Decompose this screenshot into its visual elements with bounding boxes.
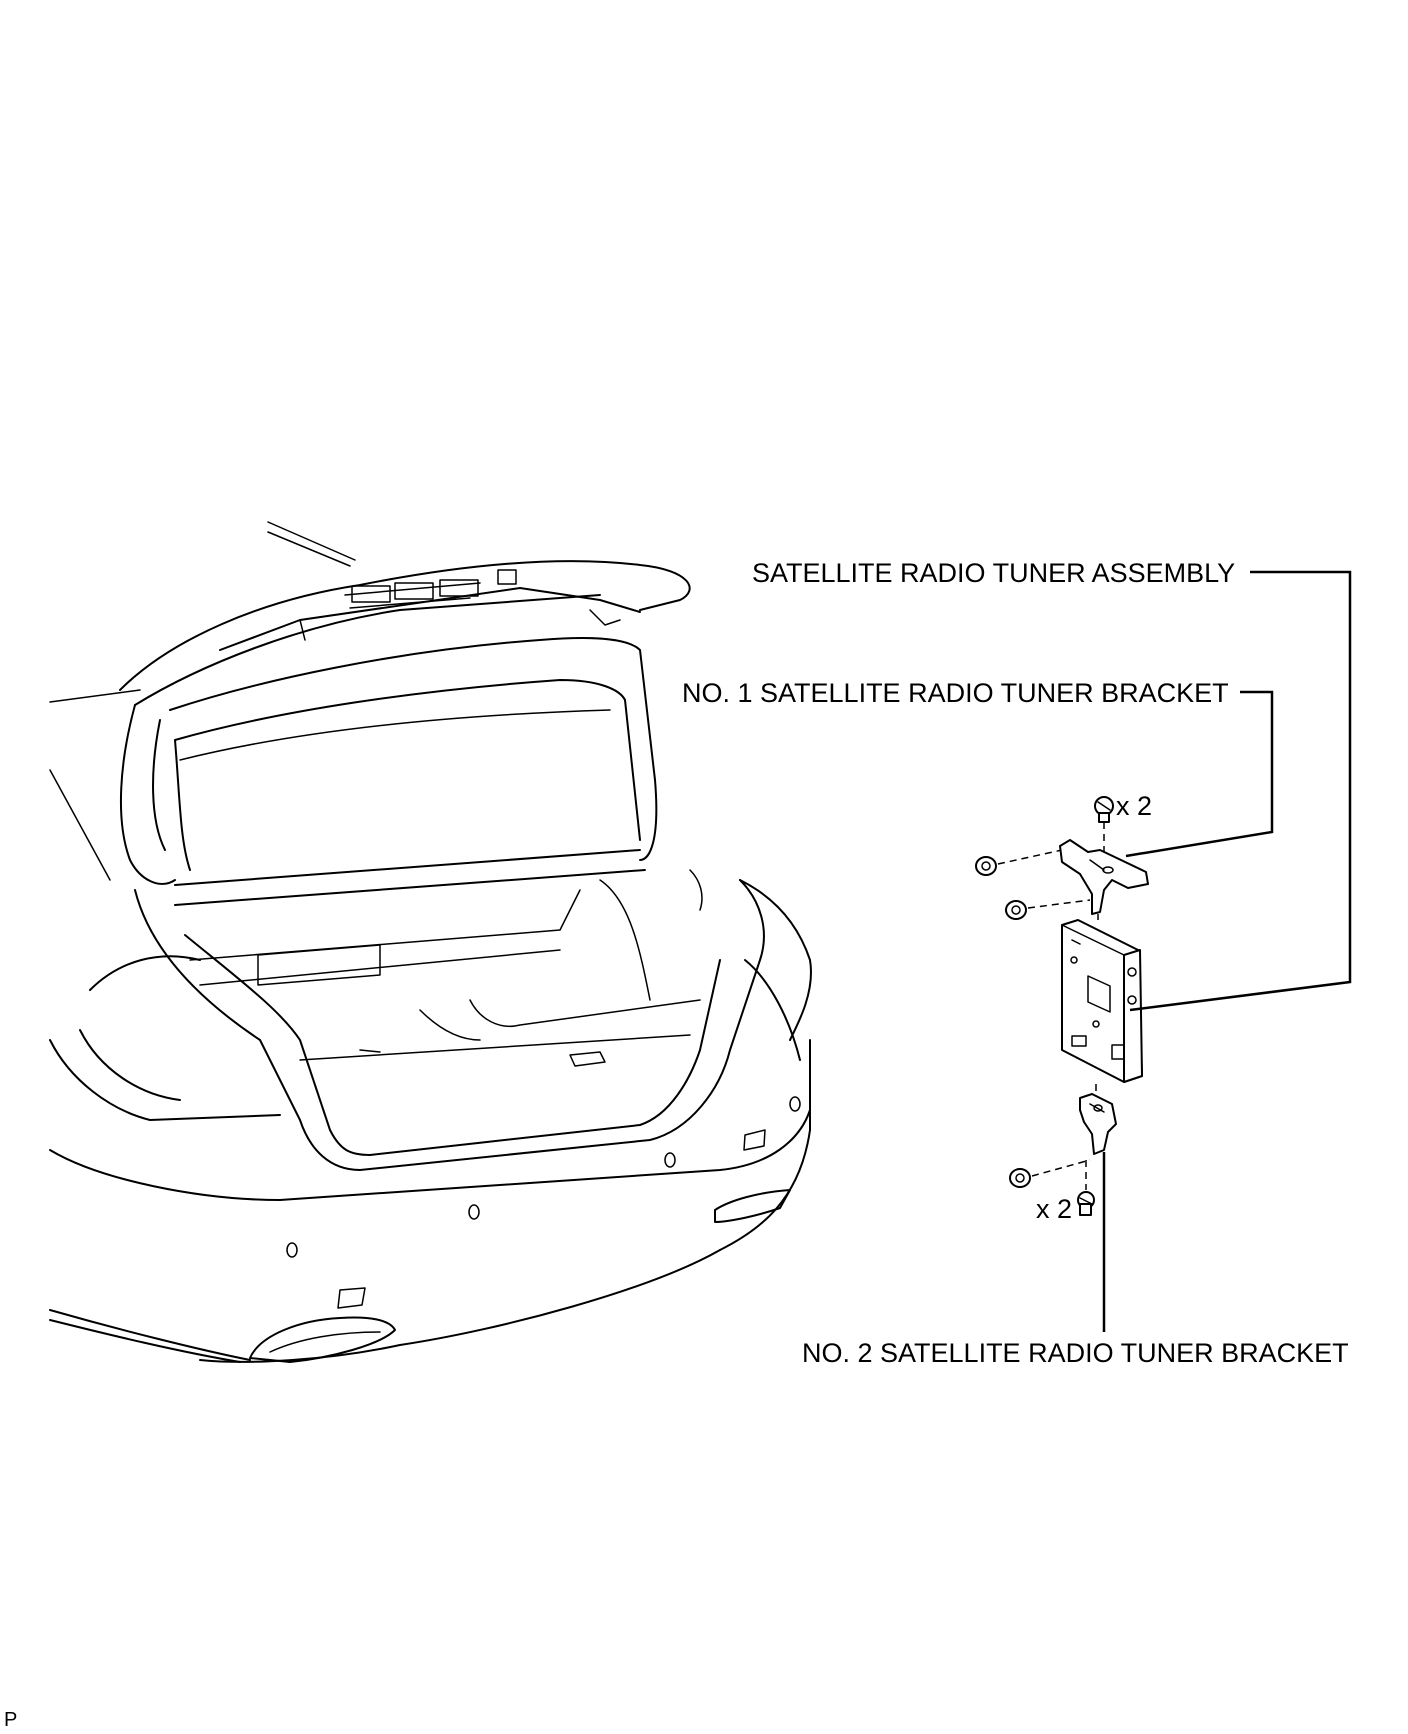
corner-reference-mark: P — [4, 1709, 17, 1731]
qty-top-label: x 2 — [1116, 791, 1152, 821]
bolt-icon — [1094, 796, 1114, 823]
parts-group: x 2 — [975, 791, 1152, 1224]
nut-icon — [1005, 900, 1027, 920]
nut-icon — [975, 856, 997, 876]
satellite-radio-tuner-unit — [1061, 919, 1143, 1083]
label-no1-bracket: NO. 1 SATELLITE RADIO TUNER BRACKET — [682, 678, 1229, 708]
leader-lines — [1102, 570, 1352, 1332]
nut-icon — [1009, 1168, 1031, 1188]
bracket-no2-part — [1079, 1093, 1117, 1155]
label-satellite-radio-tuner-assembly: SATELLITE RADIO TUNER ASSEMBLY — [752, 558, 1235, 588]
bracket-no1-part — [1059, 839, 1149, 915]
label-no2-bracket: NO. 2 SATELLITE RADIO TUNER BRACKET — [802, 1338, 1349, 1368]
qty-bottom-label: x 2 — [1036, 1194, 1072, 1224]
bolt-icon — [1077, 1191, 1095, 1216]
vehicle-rear-illustration — [49, 521, 812, 1363]
